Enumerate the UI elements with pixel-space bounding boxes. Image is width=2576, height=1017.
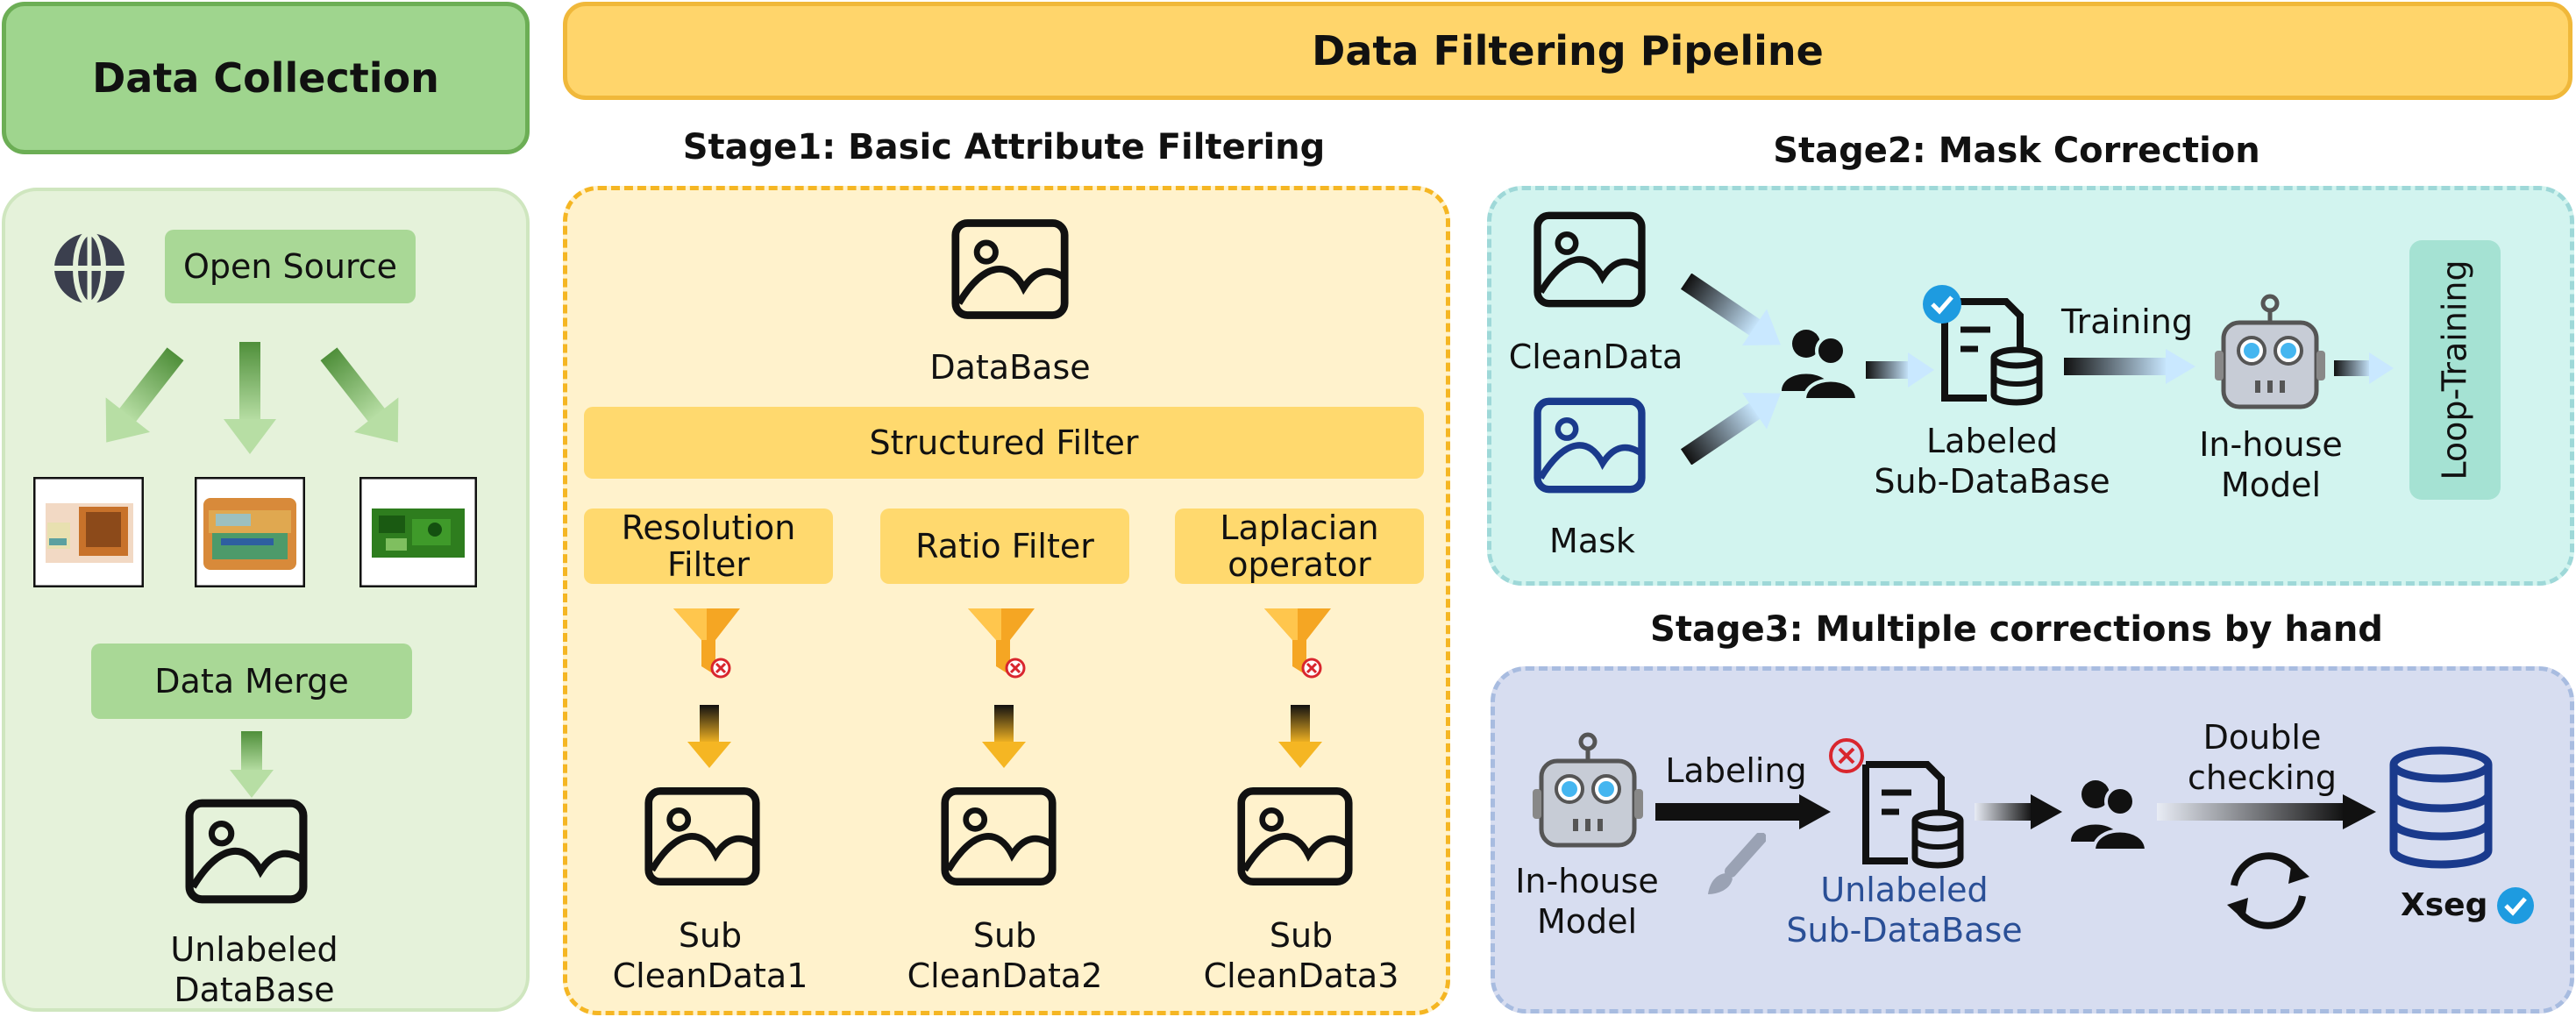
sub-cleandata2-image-icon <box>941 787 1057 885</box>
cleandata-to-people-arrow <box>1680 274 1781 345</box>
ratio-filter-label: Ratio Filter <box>880 508 1129 584</box>
cleandata-image-icon <box>1534 211 1646 308</box>
data-collection-header: Data Collection <box>2 2 530 154</box>
labeling-label: Labeling <box>1665 751 1807 790</box>
stage1-panel <box>563 186 1450 1015</box>
merge-arrow <box>230 731 274 798</box>
training-label: Training <box>2061 302 2193 341</box>
funnel-icon-2 <box>968 608 1035 679</box>
open-source-label: Open Source <box>165 230 416 303</box>
cleandata-label: CleanData <box>1508 338 1683 376</box>
stage1-title: Stage1: Basic Attribute Filtering <box>682 127 1326 167</box>
stage2-model-label: In-house Model <box>2199 425 2343 504</box>
unlabeled-database-image-icon <box>185 799 308 904</box>
laplacian-operator-label: Laplacian operator <box>1175 508 1424 584</box>
stage2-panel <box>1487 186 2574 586</box>
xray-image-1 <box>33 477 144 587</box>
xseg-database-icon <box>2389 746 2493 869</box>
pipeline-header: Data Filtering Pipeline <box>563 2 2572 100</box>
brush-icon <box>1708 833 1766 894</box>
sub-cleandata2-label: Sub CleanData2 <box>907 916 1103 995</box>
database-label: DataBase <box>929 348 1091 387</box>
error-badge-icon <box>1829 738 1864 773</box>
resolution-filter-label: Resolution Filter <box>584 508 833 584</box>
unlabeled-to-people-arrow <box>1975 794 2062 829</box>
mask-to-people-arrow <box>1680 393 1781 465</box>
data-collection-title: Data Collection <box>92 54 439 102</box>
loop-training-box: Loop-Training <box>2409 240 2501 500</box>
people-to-labeled-arrow <box>1866 352 1934 388</box>
checkers-icon <box>2071 780 2148 850</box>
model-to-loop-arrow <box>2334 352 2394 384</box>
split-arrow-right <box>320 347 399 443</box>
database-image-icon <box>951 219 1069 319</box>
sub-cleandata1-label: Sub CleanData1 <box>612 916 808 995</box>
check-badge-icon <box>1923 285 1961 324</box>
labeling-arrow <box>1655 794 1831 829</box>
sub-cleandata3-image-icon <box>1237 787 1353 885</box>
stage3-robot-icon <box>1533 732 1643 848</box>
unlabeled-database-label: Unlabeled DataBase <box>170 930 338 1009</box>
mask-image-icon <box>1534 397 1646 494</box>
training-arrow <box>2064 349 2195 384</box>
data-collection-panel <box>2 188 530 1012</box>
stage2-title: Stage2: Mask Correction <box>1773 131 2260 171</box>
sub-cleandata1-image-icon <box>644 787 760 885</box>
stage3-title: Stage3: Multiple corrections by hand <box>1650 609 2383 650</box>
xseg-check-badge-icon <box>2497 887 2534 924</box>
double-checking-arrow <box>2157 794 2376 829</box>
stage3-model-label: In-house Model <box>1515 862 1659 941</box>
structured-filter-label: Structured Filter <box>584 407 1424 479</box>
sub-cleandata3-label: Sub CleanData3 <box>1203 916 1399 995</box>
mask-label: Mask <box>1549 522 1635 560</box>
funnel-icon-1 <box>673 608 740 679</box>
globe-icon <box>54 231 125 306</box>
split-arrow-middle <box>224 342 276 454</box>
unlabeled-sub-database-label: Unlabeled Sub-DataBase <box>1786 871 2023 949</box>
xray-image-3 <box>359 477 477 587</box>
loop-training-label: Loop-Training <box>2436 260 2475 480</box>
split-arrow-left <box>105 347 184 443</box>
labeled-sub-database-icon <box>1941 298 2043 406</box>
pipeline-title: Data Filtering Pipeline <box>1312 27 1824 75</box>
down-arrow-1 <box>687 705 731 768</box>
down-arrow-3 <box>1278 705 1322 768</box>
refresh-cycle-icon <box>2227 852 2309 929</box>
data-merge-label: Data Merge <box>91 644 412 719</box>
annotators-icon <box>1782 330 1859 400</box>
xseg-label: Xseg <box>2401 887 2488 923</box>
unlabeled-sub-database-icon <box>1862 761 1964 869</box>
xray-image-2 <box>195 477 305 587</box>
robot-model-icon <box>2215 294 2325 409</box>
funnel-icon-3 <box>1264 608 1331 679</box>
labeled-sub-database-label: Labeled Sub-DataBase <box>1874 422 2110 501</box>
down-arrow-2 <box>982 705 1026 768</box>
double-checking-label: Double checking <box>2187 718 2338 797</box>
